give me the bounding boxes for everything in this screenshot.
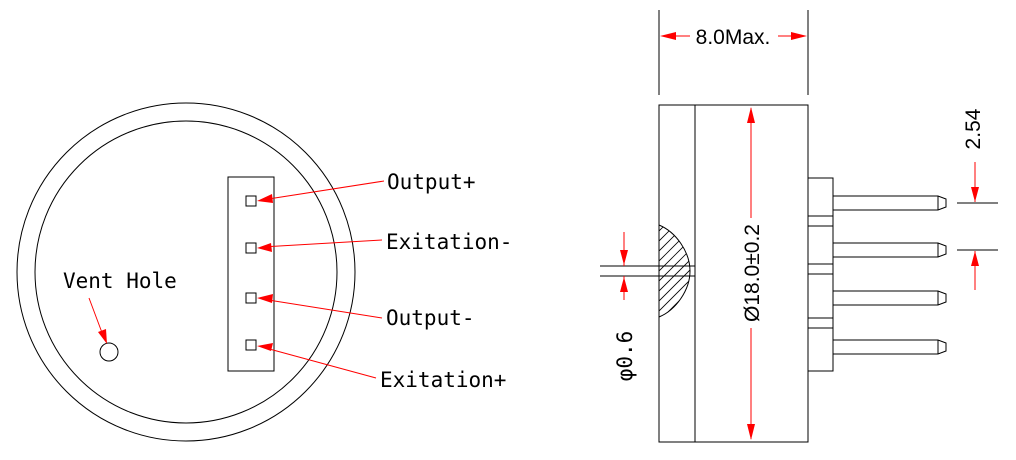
pin-leader-4 — [257, 343, 377, 379]
hole-dimension-label: φ0.6 — [613, 331, 637, 382]
pin-label-excitation-plus: Exitation+ — [380, 368, 506, 392]
vent-hole-leader — [88, 297, 107, 344]
width-dimension-label: 8.0Max. — [696, 26, 771, 49]
inner-body-circle — [34, 120, 338, 424]
pin-label-excitation-minus: Exitation- — [386, 230, 512, 254]
pin-square-1 — [245, 195, 257, 207]
side-body — [658, 104, 809, 443]
connector-housing — [227, 176, 275, 372]
diameter-dimension-label: Ø18.0±0.2 — [741, 224, 764, 322]
width-dimension: 8.0Max. — [658, 10, 809, 95]
outer-body-circle — [16, 102, 356, 442]
pitch-dimension-label: 2.54 — [962, 108, 985, 149]
pin-leader-2 — [257, 239, 383, 252]
side-pin-1 — [833, 195, 947, 211]
front-view: Vent Hole Output+ Exitation- Output- Exi… — [16, 102, 512, 442]
pin-leader-3 — [257, 294, 383, 319]
vent-section-hatch — [658, 224, 695, 318]
side-pin-3 — [833, 290, 947, 306]
pitch-dimension: 2.54 — [957, 108, 998, 290]
vent-hole-label: Vent Hole — [63, 269, 177, 293]
pin-leader-1 — [257, 180, 385, 203]
pin-square-2 — [245, 242, 257, 254]
pin-label-output-plus: Output+ — [387, 170, 476, 194]
hole-dimension: φ0.6 — [600, 232, 659, 381]
pin-label-output-minus: Output- — [386, 306, 475, 330]
side-view: 8.0Max. Ø18.0±0.2 φ0.6 — [600, 10, 998, 443]
pin-square-4 — [245, 339, 257, 351]
diameter-dimension: Ø18.0±0.2 — [741, 107, 764, 440]
vent-hole — [99, 342, 119, 362]
side-pin-4 — [833, 339, 947, 355]
pin-square-3 — [245, 292, 257, 304]
side-pin-2 — [833, 242, 947, 258]
